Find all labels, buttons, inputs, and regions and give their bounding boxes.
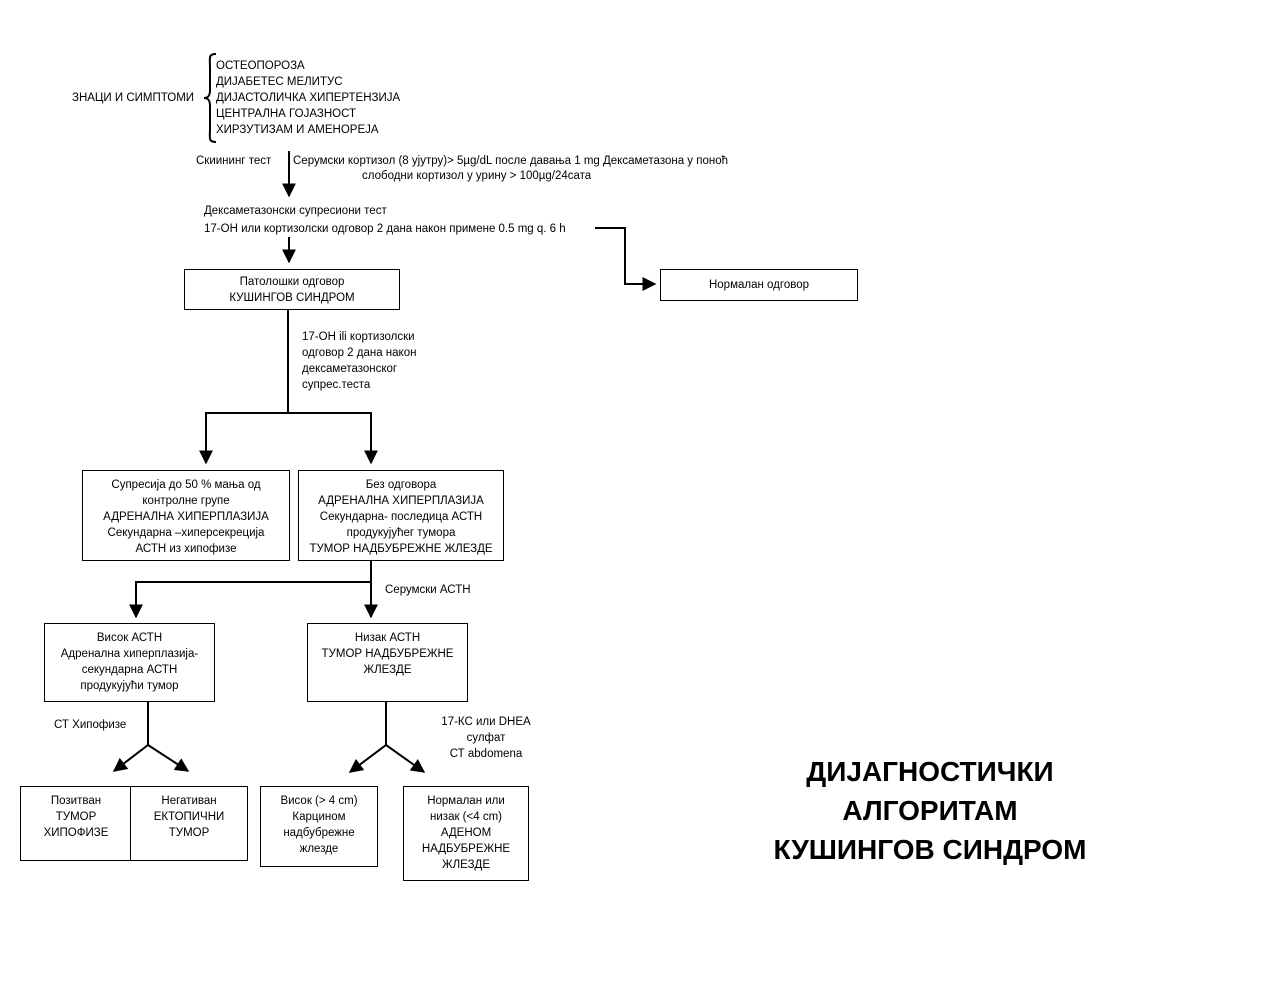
high-4cm-line: Висок (> 4 cm) <box>280 795 358 807</box>
high-acth-line: Адренална хиперплазија- <box>60 648 199 660</box>
no-response-line: Секундарна- последица АСТН <box>319 511 483 523</box>
suppression-box: Супресија до 50 % мања од контролне груп… <box>82 470 290 561</box>
suppression-line: АДРЕНАЛНА ХИПЕРПЛАЗИЈА <box>103 511 269 523</box>
normal-low-line: АДЕНОМ <box>440 827 492 839</box>
screening-label: Скиининг тест <box>196 155 272 167</box>
positive-box: Позитван ТУМОР ХИПОФИЗЕ <box>20 786 132 861</box>
negative-line: ТУМОР <box>168 827 210 839</box>
negative-line: Негативан <box>161 795 217 807</box>
followup-note-4: супрес.теста <box>302 379 371 391</box>
high-acth-line: продукујући тумор <box>80 680 179 692</box>
followup-note-3: дексаметазонског <box>302 363 398 375</box>
split-left-arrow <box>199 412 288 465</box>
normal-low-line: НАДБУБРЕЖНЕ <box>421 843 511 855</box>
diagram-title: ДИЈАГНОСТИЧКИ АЛГОРИТАМ КУШИНГОВ СИНДРОМ <box>740 752 1120 869</box>
high-acth-line: секундарна АСТН <box>81 664 178 676</box>
pathologic-response-box: Патолошки одговор КУШИНГОВ СИНДРОМ <box>184 269 400 310</box>
high-4cm-box: Висок (> 4 cm) Карцином надбубрежне жлез… <box>260 786 378 867</box>
positive-arrow <box>112 744 149 772</box>
low-acth-line: Низак АСТН <box>354 632 421 644</box>
normal-low-box: Нормалан или низак (<4 cm) АДЕНОМ НАДБУБ… <box>403 786 529 881</box>
high-acth-box: Висок АСТН Адренална хиперплазија- секун… <box>44 623 215 702</box>
positive-line: Позитван <box>50 795 102 807</box>
normal-low-line: ЖЛЕЗДЕ <box>442 859 490 871</box>
positive-line: ХИПОФИЗЕ <box>43 827 109 839</box>
followup-note-2: одговор 2 дана након <box>302 347 417 359</box>
high-4cm-line: надбубрежне <box>283 827 355 839</box>
suppression-line: АСТН из хипофизе <box>135 543 237 555</box>
ks-note-2: сулфат <box>466 732 506 744</box>
dex-test-title: Дексаметазонски супресиони тест <box>204 205 387 217</box>
serum-acth-label: Серумски АСТН <box>385 584 471 596</box>
signs-label: ЗНАЦИ И СИМПТОМИ <box>72 92 195 104</box>
negative-box: Негативан ЕКТОПИЧНИ ТУМОР <box>130 786 248 861</box>
normal-arrow <box>595 227 657 291</box>
signs-brace <box>203 53 217 143</box>
negative-line: ЕКТОПИЧНИ <box>153 811 225 823</box>
normal-low-arrow <box>385 744 426 773</box>
no-response-box: Без одговора АДРЕНАЛНА ХИПЕРПЛАЗИЈА Секу… <box>298 470 504 561</box>
title-line-3: КУШИНГОВ СИНДРОМ <box>773 834 1087 865</box>
ct-pituitary-label: СТ Хипофизе <box>54 719 127 731</box>
sign-hypertension: ДИЈАСТОЛИЧКА ХИПЕРТЕНЗИЈА <box>216 92 401 104</box>
normal-low-line: Нормалан или <box>427 795 505 807</box>
low-acth-line: ТУМОР НАДБУБРЕЖНЕ <box>321 648 454 660</box>
suppression-line: Супресија до 50 % мања од <box>111 479 261 491</box>
no-response-line: Без одговора <box>365 479 437 491</box>
high-4cm-line: Карцином <box>292 811 346 823</box>
suppression-line: Секундарна –хиперсекреција <box>107 527 265 539</box>
high4cm-arrow <box>348 744 387 773</box>
normal-low-line: низак (<4 cm) <box>430 811 502 823</box>
sign-obesity: ЦЕНТРАЛНА ГОЈАЗНОСТ <box>216 108 357 120</box>
normal-response-label: Нормалан одговор <box>708 279 809 291</box>
dex-test-detail: 17-ОН или кортизолски одговор 2 дана нак… <box>204 223 566 235</box>
negative-arrow <box>147 744 190 772</box>
title-line-1: ДИЈАГНОСТИЧКИ <box>806 756 1054 787</box>
followup-note-1: 17-ОН ili кортизолски <box>302 331 415 343</box>
high-acth-line: Висок АСТН <box>96 632 163 644</box>
screening-criterion-1: Серумски кортизол (8 ујутру)> 5µg/dL пос… <box>293 155 729 167</box>
low-acth-line: ЖЛЕЗДЕ <box>363 664 412 676</box>
suppression-line: контролне групе <box>142 495 230 507</box>
normal-response-box: Нормалан одговор <box>660 269 858 301</box>
screening-criterion-2: слободни кортизол у урину > 100µg/24сата <box>362 170 592 182</box>
sign-hirsutism: ХИРЗУТИЗАМ И АМЕНОРЕЈА <box>216 124 379 136</box>
low-acth-box: Низак АСТН ТУМОР НАДБУБРЕЖНЕ ЖЛЕЗДЕ <box>307 623 468 702</box>
no-response-line: продукујућег тумора <box>346 527 456 539</box>
positive-line: ТУМОР <box>55 811 97 823</box>
no-response-line: АДРЕНАЛНА ХИПЕРПЛАЗИЈА <box>318 495 484 507</box>
ks-note-1: 17-КС или DHEA <box>441 716 531 728</box>
pathologic-response-label: Патолошки одговор <box>239 275 345 288</box>
sign-diabetes: ДИЈАБЕТЕС МЕЛИТУС <box>216 76 343 88</box>
sign-osteoporosis: ОСТЕОПОРОЗА <box>216 60 305 72</box>
acth-left-arrow <box>129 581 371 619</box>
split-right-arrow <box>288 412 378 465</box>
ks-note-3: СТ abdomena <box>449 748 523 760</box>
high-4cm-line: жлезде <box>299 843 339 855</box>
no-response-line: ТУМОР НАДБУБРЕЖНЕ ЖЛЕЗДЕ <box>309 543 493 555</box>
title-line-2: АЛГОРИТАМ <box>842 795 1018 826</box>
cushing-syndrome-label: КУШИНГОВ СИНДРОМ <box>229 291 355 304</box>
